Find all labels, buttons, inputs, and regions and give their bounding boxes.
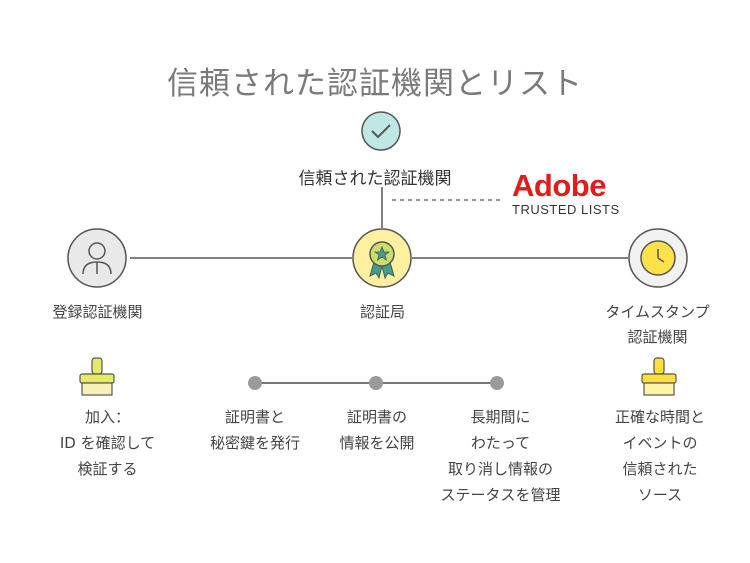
description-line: ソース	[637, 486, 683, 504]
ca-step-dot	[248, 376, 262, 390]
timestamp-authority-node	[628, 228, 688, 288]
description-line: 秘密鍵を発行	[209, 434, 300, 452]
description-line: 信頼された	[622, 460, 698, 478]
top-node-label: 信頼された認証機関	[298, 169, 452, 189]
description-line: 加入：	[84, 408, 130, 426]
description-line: 証明書と	[224, 408, 285, 426]
timestamp-authority-label-line: 認証機関	[627, 328, 688, 346]
ca-step-issue: 証明書と 秘密鍵を発行	[190, 404, 320, 456]
ca-step-dot	[490, 376, 504, 390]
award-icon	[352, 228, 412, 288]
check-icon	[361, 111, 401, 151]
description-line: 長期間に	[470, 408, 531, 426]
certificate-authority-label: 認証局	[305, 300, 460, 325]
registration-description: 加入： ID を確認して 検証する	[20, 404, 195, 482]
ca-step-revocation: 長期間に わたって 取り消し情報の ステータスを管理	[418, 404, 583, 508]
description-line: 正確な時間と	[614, 408, 705, 426]
description-line: イベントの	[622, 434, 698, 452]
registration-authority-node	[67, 228, 127, 288]
timestamp-authority-label-line: タイムスタンプ	[605, 303, 710, 321]
registration-authority-label-line: 登録認証機関	[52, 303, 143, 321]
description-line: ID を確認して	[59, 434, 156, 452]
description-line: ステータスを管理	[440, 486, 561, 504]
page-title: 信頼された認証機関とリスト	[167, 66, 583, 102]
certificate-authority-label-line: 認証局	[359, 303, 405, 321]
ca-step-publish: 証明書の 情報を公開	[318, 404, 436, 456]
timestamp-description: 正確な時間と イベントの 信頼された ソース	[585, 404, 735, 508]
stamp-icon	[634, 355, 684, 405]
ca-step-dot	[369, 376, 383, 390]
description-line: 取り消し情報の	[447, 460, 553, 478]
stamp-icon	[72, 355, 122, 405]
adobe-trusted-lists-label: TRUSTED LISTS	[512, 202, 620, 217]
registration-authority-label: 登録認証機関	[20, 300, 175, 325]
description-line: わたって	[470, 434, 531, 452]
timestamp-authority-label: タイムスタンプ 認証機関	[575, 300, 740, 350]
top-node	[360, 110, 402, 152]
description-line: 情報を公開	[339, 434, 415, 452]
clock-icon	[628, 228, 688, 288]
description-line: 証明書の	[346, 408, 407, 426]
certificate-authority-node	[352, 228, 412, 288]
adobe-logo: Adobe	[512, 168, 606, 203]
description-line: 検証する	[77, 460, 138, 478]
person-icon	[67, 228, 127, 288]
